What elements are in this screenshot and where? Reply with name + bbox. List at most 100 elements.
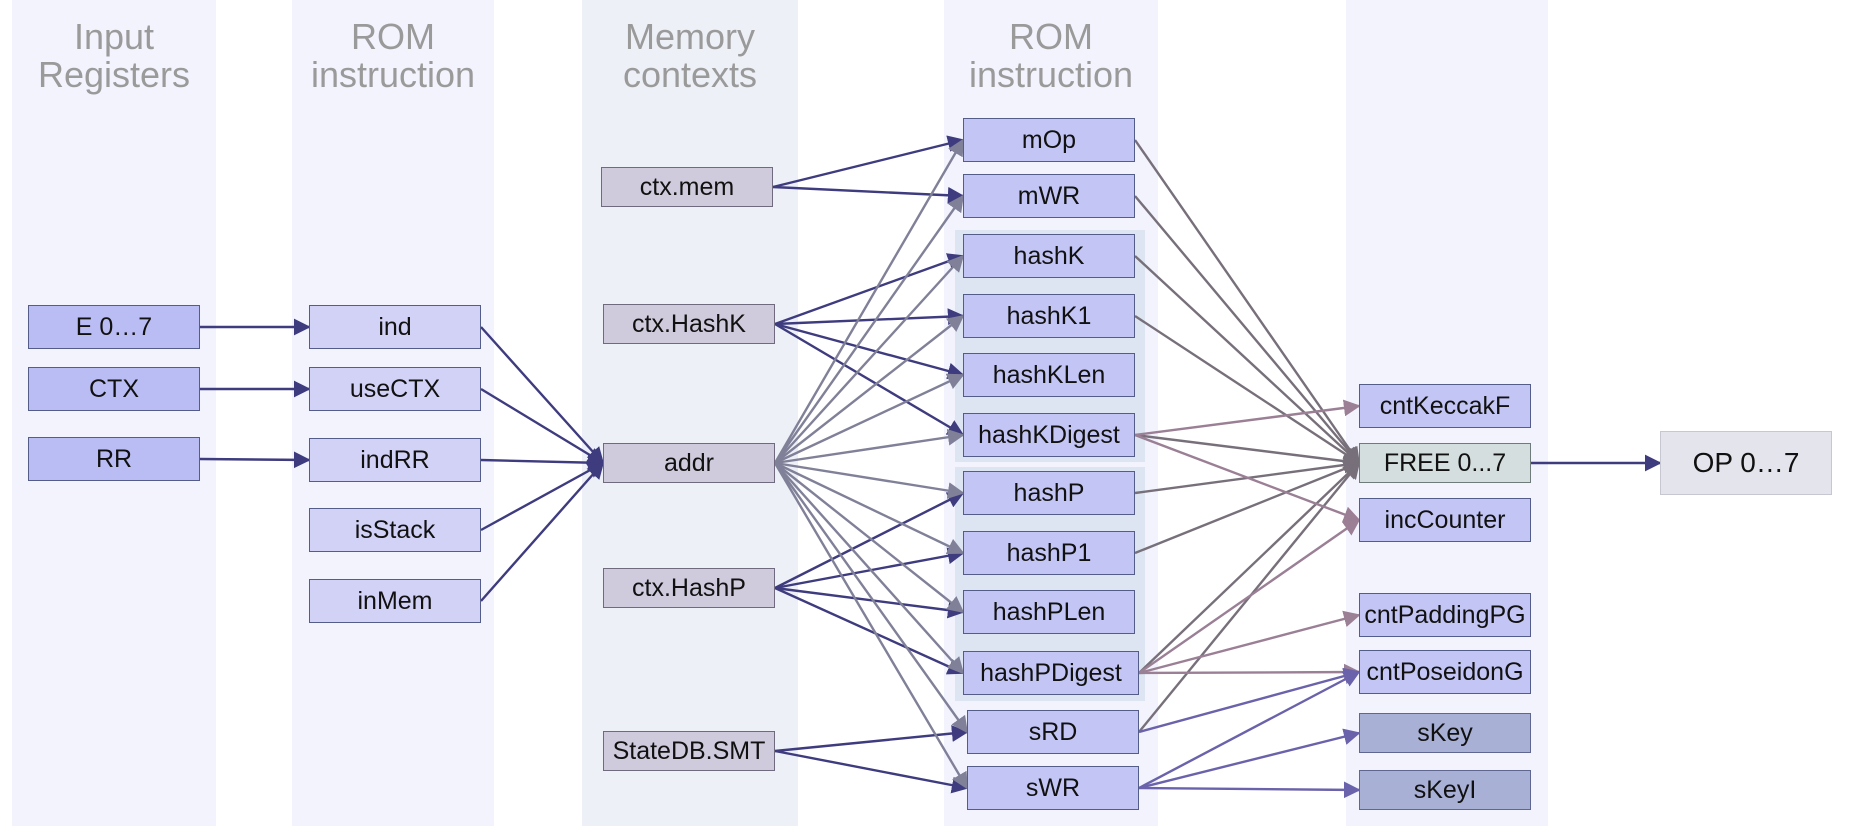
arrow-hashkdigest-to-cntkeccakf <box>1134 399 1361 437</box>
node-swr-label: sWR <box>1025 773 1081 802</box>
arrow-addr-to-hashk1 <box>774 314 965 464</box>
arrow-mwr-to-free <box>1134 195 1361 465</box>
node-free: FREE 0...7 <box>1359 443 1531 483</box>
node-indrr: indRR <box>309 438 481 482</box>
arrow-srd-to-cntposeidong <box>1138 667 1361 734</box>
arrow-swr-to-cntposeidong <box>1138 670 1361 790</box>
column-title-input-registers: Input Registers <box>37 16 191 95</box>
arrow-addr-to-hashplen <box>774 462 965 614</box>
node-ctx-mem: ctx.mem <box>601 167 773 207</box>
node-hashklen: hashKLen <box>963 353 1135 397</box>
arrow-ctxhashp-to-hashp1 <box>774 547 965 590</box>
arrow-addr-to-mop <box>773 138 965 464</box>
arrow-ind-to-addr <box>480 326 605 465</box>
node-mop: mOp <box>963 118 1135 162</box>
node-rr: RR <box>28 437 200 481</box>
arrow-inmem-to-addr <box>480 461 605 602</box>
arrow-rr-to-indrr <box>199 451 311 469</box>
node-ctx-hashk-label: ctx.HashK <box>632 309 746 338</box>
arrow-usectx-to-addr <box>480 387 605 465</box>
arrow-isstack-to-addr <box>480 461 605 532</box>
node-op07-label: OP 0…7 <box>1692 447 1800 478</box>
node-skeyi: sKeyI <box>1359 770 1531 810</box>
node-ctx: CTX <box>28 367 200 411</box>
arrow-hashpdigest-to-cntposeidong <box>1138 663 1361 681</box>
arrow-addr-to-hashp <box>774 461 965 499</box>
arrow-statedb-to-swr <box>774 749 969 794</box>
column-input-registers: Input Registers <box>12 0 216 826</box>
node-cntpaddingpg: cntPaddingPG <box>1359 593 1531 637</box>
node-hashpdigest-label: hashPDigest <box>980 658 1122 687</box>
node-isstack: isStack <box>309 508 481 552</box>
arrow-ctxhashk-to-hashk1 <box>774 308 965 326</box>
node-ctx-hashp-label: ctx.HashP <box>632 573 746 602</box>
column-title-rom-instruction-2: ROM instruction <box>968 16 1134 95</box>
node-inccounter: incCounter <box>1359 498 1531 542</box>
node-hashklen-label: hashKLen <box>992 360 1106 389</box>
arrow-swr-to-skeyi <box>1138 781 1361 799</box>
arrow-hashk1-to-free <box>1134 314 1361 465</box>
node-usectx-label: useCTX <box>349 374 441 403</box>
node-inmem: inMem <box>309 579 481 623</box>
arrow-hashkdigest-to-free <box>1134 433 1361 470</box>
arrow-hashpdigest-to-free <box>1138 461 1361 674</box>
arrow-addr-to-hashp1 <box>774 461 965 555</box>
node-mop-label: mOp <box>1021 125 1077 154</box>
node-cntkeccakf-label: cntKeccakF <box>1379 391 1511 420</box>
node-hashk1: hashK1 <box>963 294 1135 338</box>
node-indrr-label: indRR <box>360 445 430 474</box>
node-swr: sWR <box>967 766 1139 810</box>
node-hashpdigest: hashPDigest <box>963 651 1139 695</box>
column-memory-contexts: Memory contexts <box>582 0 798 826</box>
node-hashplen-label: hashPLen <box>992 597 1106 626</box>
arrow-ctxhashk-to-hashklen <box>774 322 965 380</box>
node-skeyi-label: sKeyI <box>1413 775 1477 804</box>
node-srd: sRD <box>967 710 1139 754</box>
arrow-addr-to-hashkdigest <box>774 428 965 465</box>
node-cntposeidong-label: cntPoseidonG <box>1366 657 1524 686</box>
column-title-rom-instruction-1: ROM instruction <box>310 16 476 95</box>
node-usectx: useCTX <box>309 367 481 411</box>
node-hashp1-label: hashP1 <box>1006 538 1092 567</box>
node-hashk: hashK <box>963 234 1135 278</box>
node-srd-label: sRD <box>1028 717 1078 746</box>
node-hashk1-label: hashK1 <box>1006 301 1092 330</box>
node-isstack-label: isStack <box>354 515 436 544</box>
node-mwr-label: mWR <box>1017 181 1081 210</box>
node-hashkdigest: hashKDigest <box>963 413 1135 457</box>
node-ind-label: ind <box>378 312 412 341</box>
node-ctx-hashp: ctx.HashP <box>603 568 775 608</box>
node-cntkeccakf: cntKeccakF <box>1359 384 1531 428</box>
arrow-indrr-to-addr <box>480 454 605 472</box>
arrow-addr-to-swr <box>773 462 969 790</box>
node-hashk-label: hashK <box>1013 241 1085 270</box>
arrow-hashkdigest-to-inccounter <box>1134 433 1361 523</box>
node-hashp: hashP <box>963 471 1135 515</box>
node-hashp-label: hashP <box>1013 478 1085 507</box>
node-op07: OP 0…7 <box>1660 431 1832 495</box>
node-hashplen: hashPLen <box>963 590 1135 634</box>
node-ctx-hashk: ctx.HashK <box>603 304 775 344</box>
node-skey: sKey <box>1359 713 1531 753</box>
node-addr-label: addr <box>663 448 715 477</box>
node-rr-label: RR <box>95 444 133 473</box>
node-addr: addr <box>603 443 775 483</box>
arrow-hashp1-to-free <box>1134 460 1361 555</box>
arrow-ctxhashp-to-hashpdigest <box>774 586 965 675</box>
arrow-addr-to-srd <box>774 462 968 734</box>
node-ctx-mem-label: ctx.mem <box>639 172 735 201</box>
node-inmem-label: inMem <box>357 586 433 615</box>
arrow-hashpdigest-to-inccounter <box>1138 519 1361 674</box>
node-inccounter-label: incCounter <box>1384 505 1506 534</box>
arrow-ctxhashp-to-hashp <box>774 491 965 590</box>
node-cntposeidong: cntPoseidonG <box>1359 650 1531 694</box>
node-e07-label: E 0…7 <box>75 312 153 341</box>
arrow-hashpdigest-to-cntpaddingpg <box>1138 610 1361 675</box>
node-skey-label: sKey <box>1417 718 1473 747</box>
node-mwr: mWR <box>963 174 1135 218</box>
arrow-mop-to-free <box>1134 139 1360 465</box>
arrow-ctxhashp-to-hashplen <box>774 586 965 619</box>
node-hashkdigest-label: hashKDigest <box>978 420 1120 449</box>
node-cntpaddingpg-label: cntPaddingPG <box>1364 600 1526 629</box>
